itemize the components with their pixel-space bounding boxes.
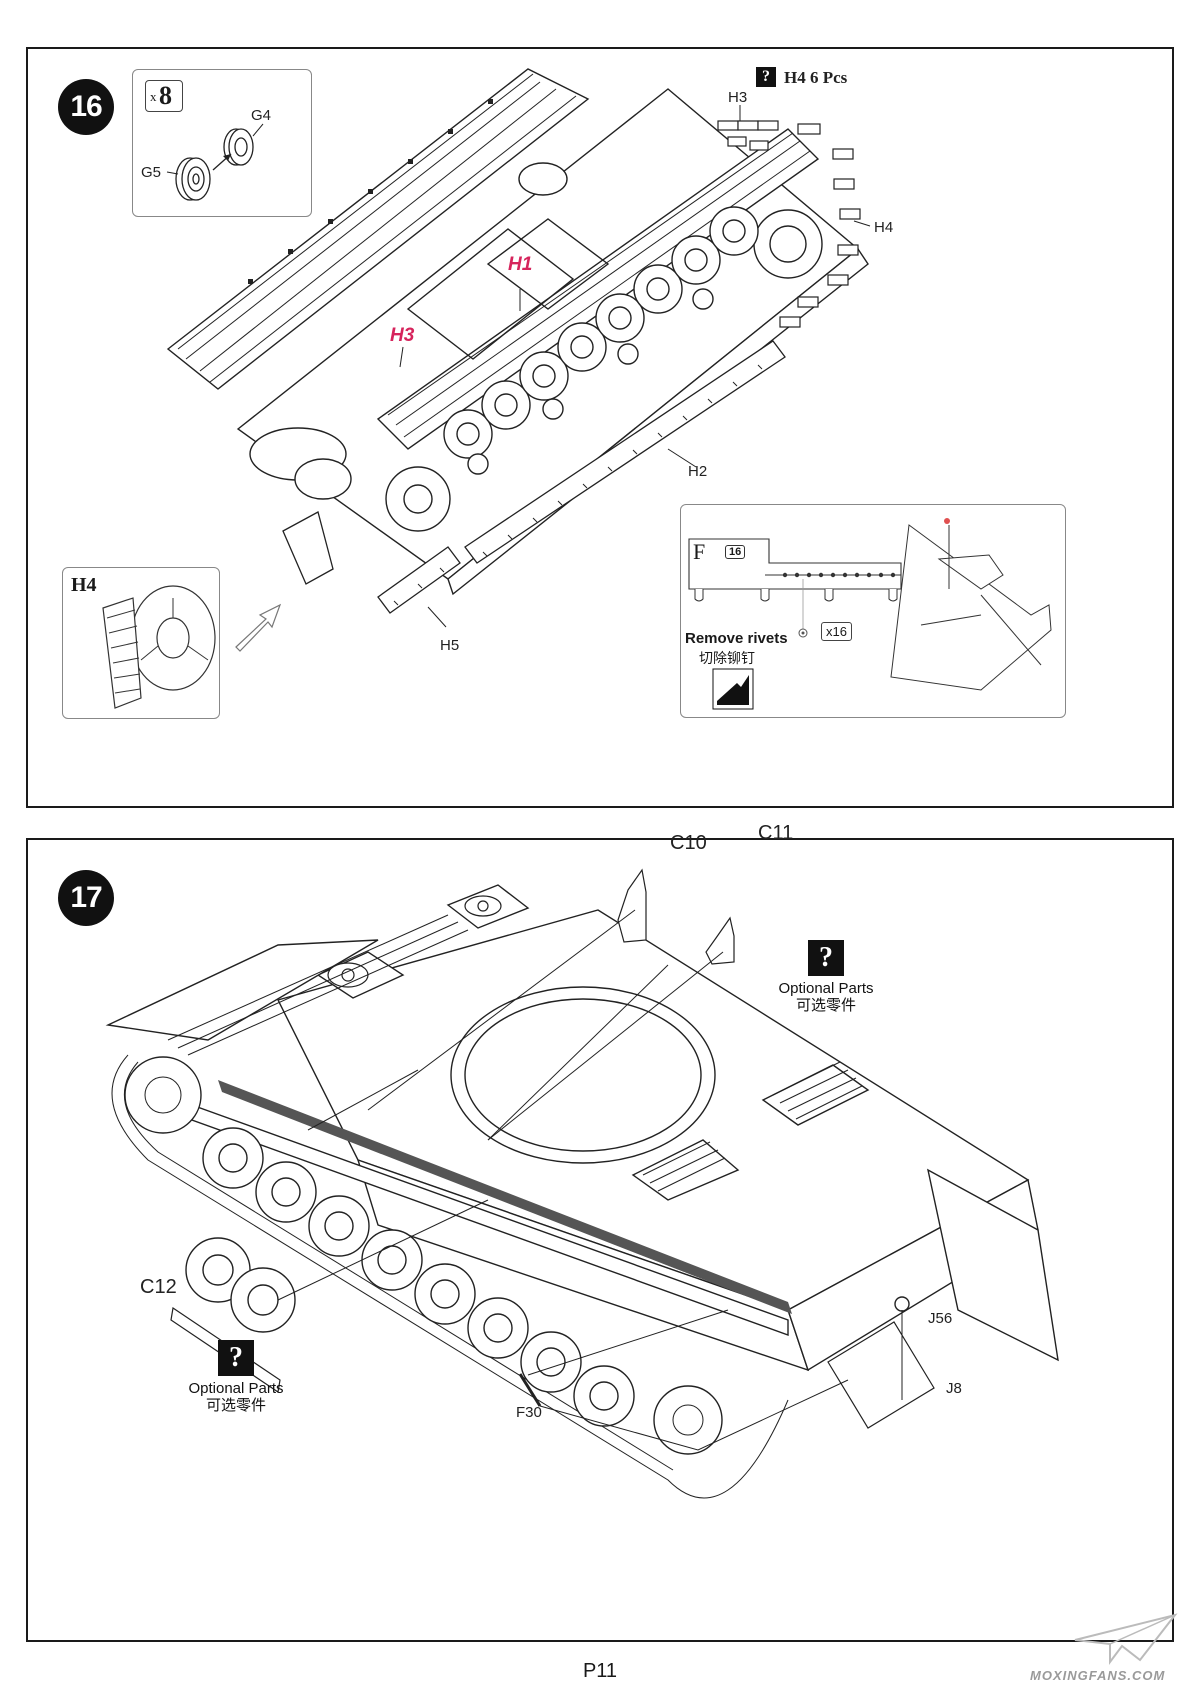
hull-top-drawing [105,868,1059,1499]
part-label-c11: C11 [758,822,794,844]
part-label-c10: C10 [670,832,707,854]
part-label-f30: F30 [516,1404,542,1421]
sprocket-diagram [102,585,216,709]
part-label-h5: H5 [440,637,460,654]
sprue-letter: F [693,539,706,564]
part-label-j56: J56 [928,1310,953,1327]
part-label-h2: H2 [688,463,708,480]
page-number: P11 [582,1660,618,1682]
h4-quantity-note: H4 6 Pcs [784,68,848,87]
watermark-text: MOXINGFANS.COM [1030,1668,1166,1683]
part-label-h4: H4 [874,219,894,236]
optional-parts-icon: ? [218,1340,254,1376]
part-label-h3-red: H3 [390,325,415,346]
optional-parts-note-top: Optional Parts 可选零件 [778,980,874,1014]
inset-title: H4 [71,574,97,596]
sprue-badge: 16 [725,545,746,559]
remove-rivets-detail: F 16 [680,504,1066,718]
optional-parts-icon: ? [808,940,844,976]
hull-underside-drawing [166,68,871,628]
part-label-c12: C12 [140,1276,177,1298]
step-17-panel: 17 [26,822,1174,1642]
part-label-g5: G5 [141,164,162,181]
road-wheel-diagram [166,123,264,201]
part-label-h3: H3 [728,89,748,106]
optional-parts-note-bottom: Optional Parts 可选零件 [188,1380,284,1414]
wheel-assembly-inset: x 8 G4 G5 [132,69,312,217]
step-number-badge: 17 [58,870,114,926]
sprue-and-hull-detail [688,518,1052,710]
part-label-g4: G4 [251,107,272,124]
step-16-panel: 16 x 8 G4 G5 ? H4 6 Pcs [26,47,1174,808]
rivet-count-badge: x16 [821,622,852,641]
remove-rivets-label: Remove rivets [685,630,788,647]
paper-plane-logo [1074,1613,1178,1665]
remove-rivets-cn-label: 切除铆钉 [699,650,755,666]
part-label-j8: J8 [946,1380,962,1397]
quantity-badge: x 8 [145,80,183,112]
step-number-badge: 16 [58,79,114,135]
part-label-h1: H1 [508,254,533,275]
h4-sprocket-inset: H4 [62,567,220,719]
optional-note-icon: ? [756,67,776,87]
